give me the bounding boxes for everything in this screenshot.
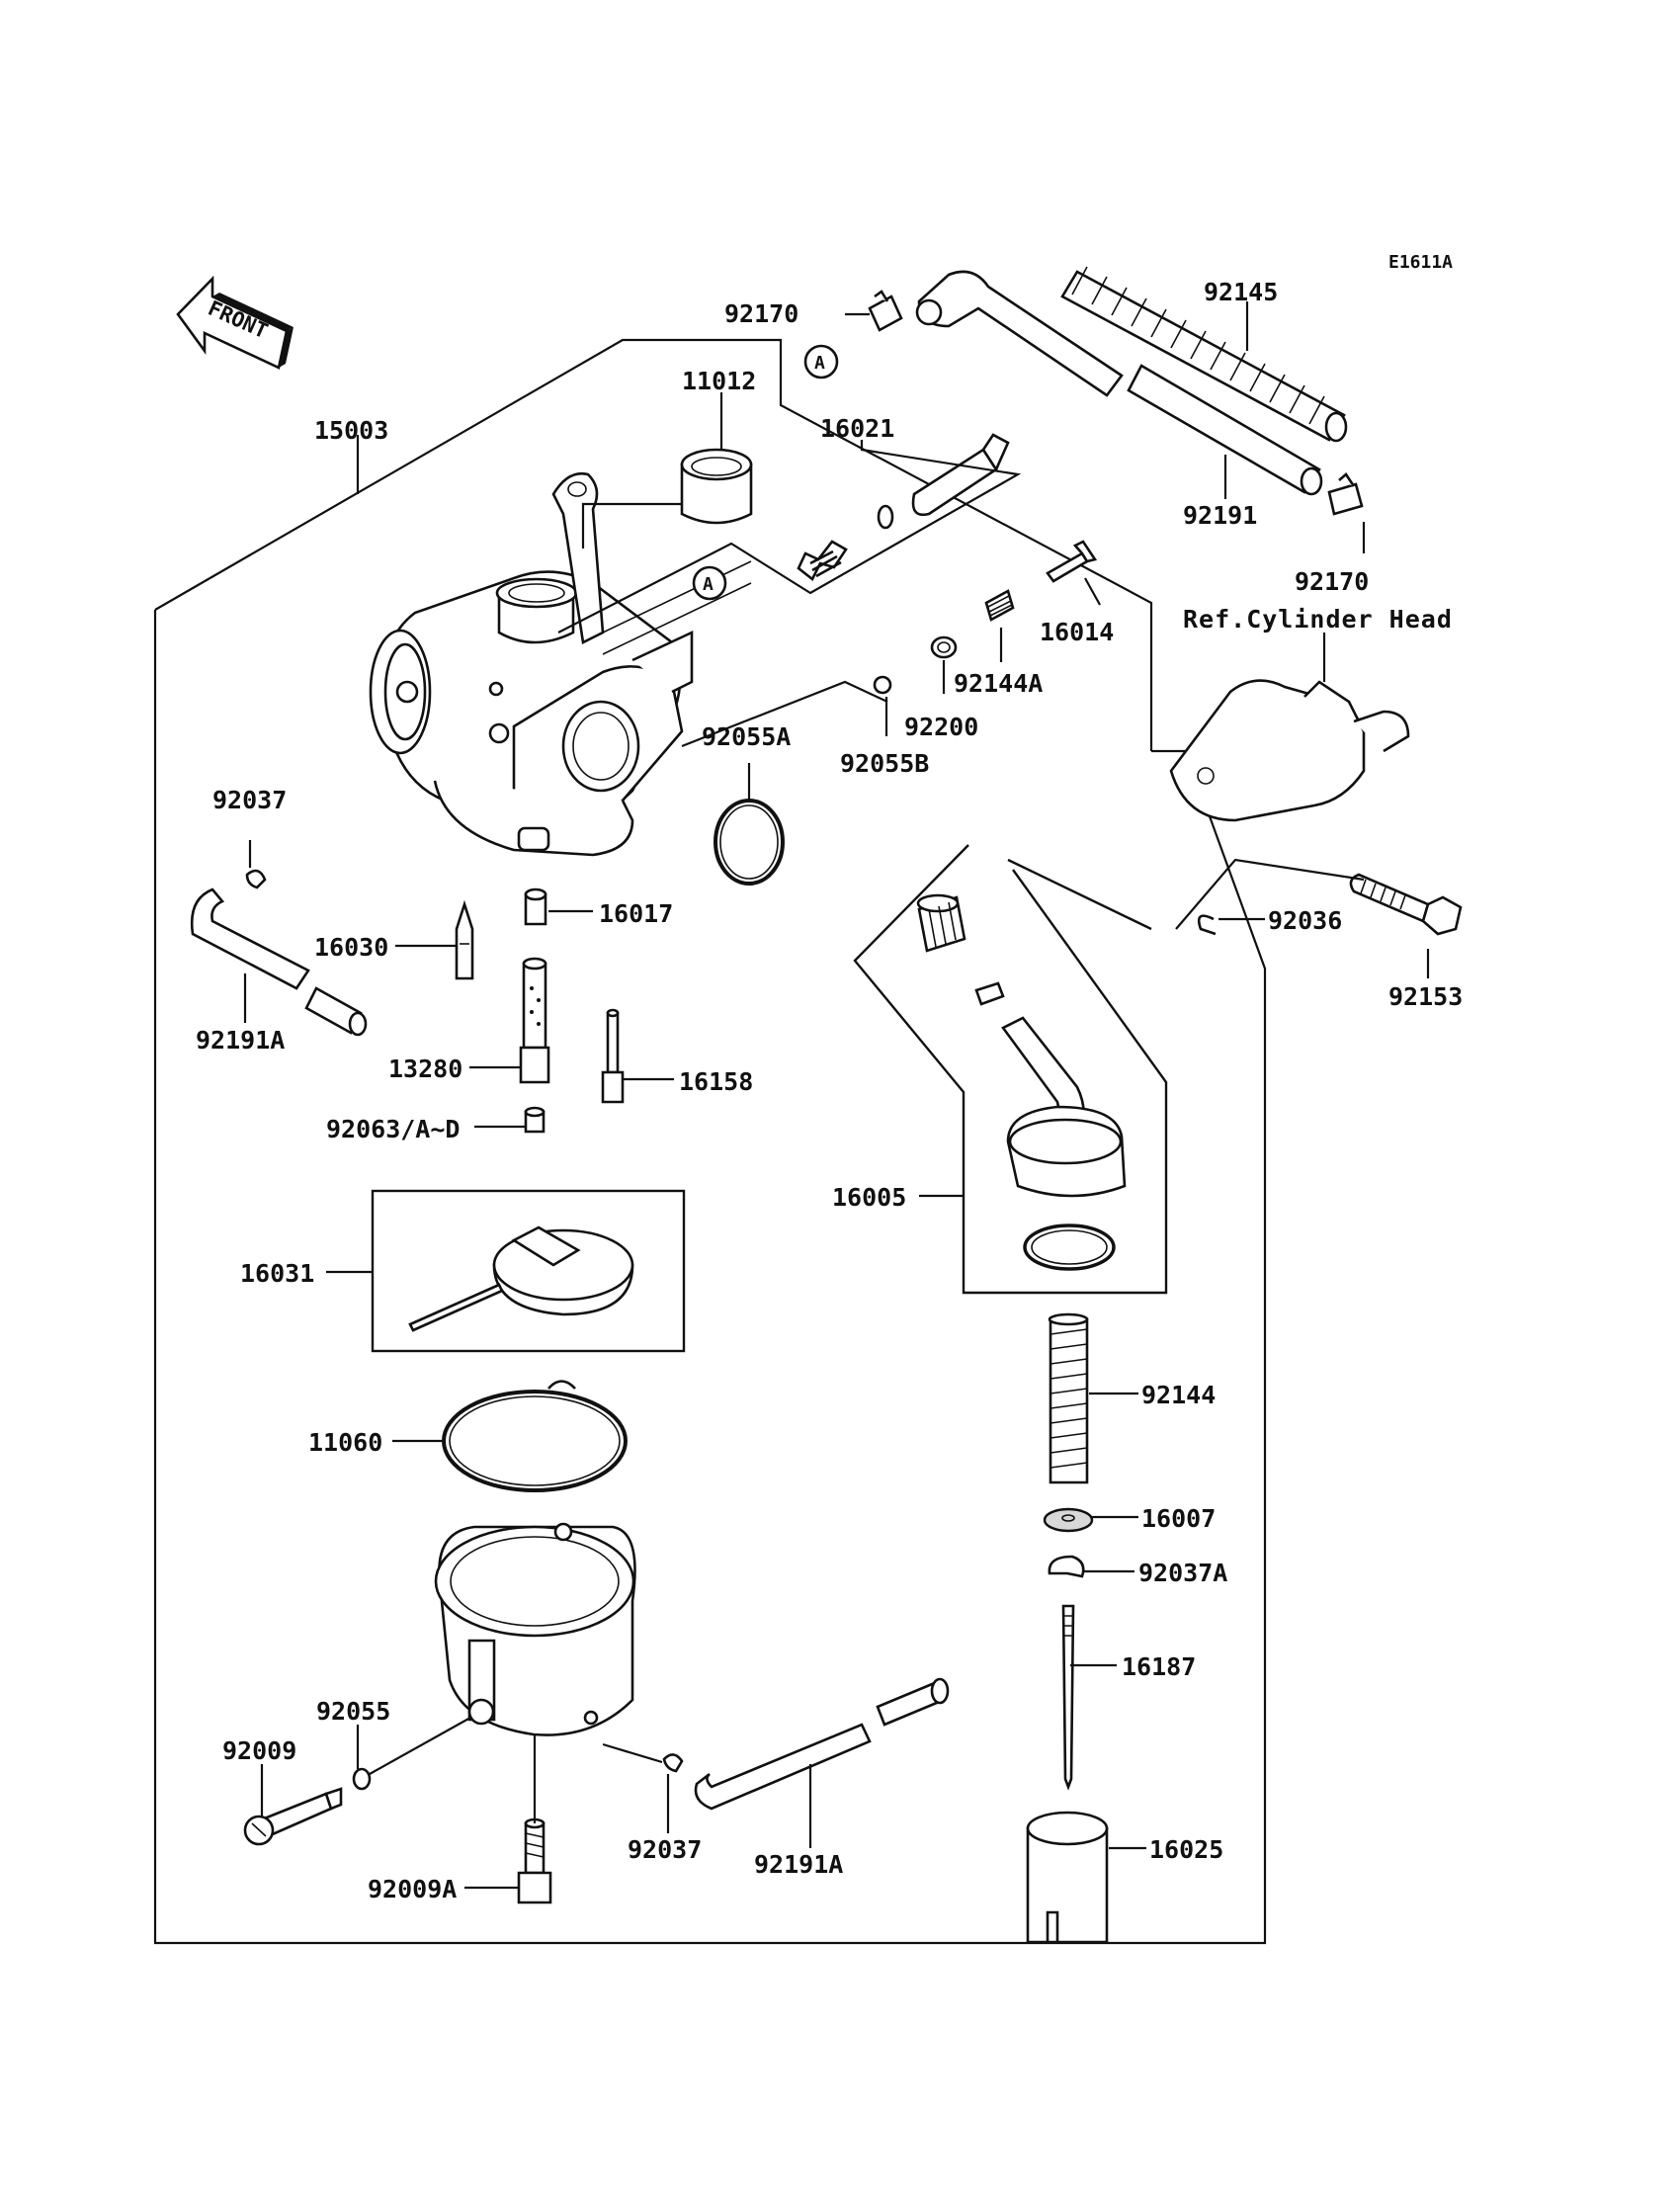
pilot-jet-16158 [601,1008,625,1104]
clip-92036 [1197,914,1217,936]
float-box-16031 [371,1189,686,1353]
part-label-16005: 16005 [832,1183,906,1212]
cap-11012 [680,448,753,525]
part-label-92153: 92153 [1388,982,1463,1011]
needle-16187 [1061,1604,1075,1791]
part-label-92170-top: 92170 [724,299,798,328]
part-label-92144: 92144 [1141,1381,1216,1409]
part-label-92055a: 92055A [702,722,791,751]
marker-a-top: A [803,344,839,380]
part-label-92145: 92145 [1204,278,1278,306]
diagram-code: E1611A [1388,252,1453,273]
spring-92144 [1048,1312,1089,1484]
emulsion-tube-13280 [519,957,550,1084]
gasket-11060 [442,1380,628,1492]
svg-text:A: A [814,353,825,374]
hose-92191a-bottom [694,1677,950,1811]
part-label-92037a: 92037A [1138,1559,1227,1587]
part-label-13280: 13280 [388,1055,462,1083]
part-label-16025: 16025 [1149,1835,1223,1864]
hose-92191 [915,270,1323,496]
part-label-92200: 92200 [904,713,978,741]
oring-92055a [714,799,785,886]
spring-92145 [1060,266,1348,443]
washer-16007 [1043,1507,1094,1533]
clip-92037-bottom [662,1753,684,1773]
part-label-15003: 15003 [314,416,388,445]
screw-92009 [243,1787,343,1846]
screw-16014 [1046,540,1098,583]
part-label-16030: 16030 [314,933,388,962]
part-label-92037-left: 92037 [212,786,287,814]
part-label-16007: 16007 [1141,1504,1216,1533]
float-bowl [434,1522,636,1736]
screw-92063 [524,1106,546,1134]
front-arrow: FRONT [176,275,294,370]
leader-lines [243,301,1430,1890]
part-label-16158: 16158 [679,1067,753,1096]
assembly-outline [153,338,1267,1945]
part-number-labels: 92170 92145 11012 15003 16021 92191 9217… [196,278,1463,1903]
part-label-92037-bottom: 92037 [628,1835,702,1864]
svg-text:A: A [703,574,714,595]
part-label-92009: 92009 [222,1736,296,1765]
jet-16017 [524,887,547,926]
slide-16025 [1026,1811,1109,1944]
part-label-92036: 92036 [1268,906,1342,935]
part-label-92191a-bottom: 92191A [754,1850,843,1879]
part-label-16021: 16021 [820,414,894,443]
hose-92191a-left [190,887,368,1037]
part-label-16031: 16031 [240,1259,314,1288]
screw-16021 [797,433,1010,582]
part-label-92063: 92063/A~D [326,1115,460,1143]
part-label-92191a-left: 92191A [196,1026,285,1055]
part-label-92170-right: 92170 [1295,567,1369,596]
part-label-92144a: 92144A [954,669,1043,698]
float-valve-16030 [455,899,474,980]
part-label-11060: 11060 [308,1428,382,1457]
oring-92055 [352,1767,372,1791]
part-label-16187: 16187 [1122,1652,1196,1681]
clip-92037-left [245,869,267,889]
washer-92200 [930,635,958,659]
clamp-92170-right [1327,472,1364,516]
part-label-16014: 16014 [1040,618,1114,646]
clip-92037a [1048,1555,1085,1578]
reference-label: Ref.Cylinder Head [1183,605,1453,634]
carburetor-body [369,471,752,857]
oring-92055b [873,675,892,695]
part-label-92191: 92191 [1183,501,1257,530]
part-label-92055b: 92055B [840,749,929,778]
choke-box-16005 [853,844,1168,1295]
part-label-11012: 11012 [682,367,756,395]
part-label-16017: 16017 [599,899,673,928]
bolt-92009a [517,1817,552,1904]
part-label-92055: 92055 [316,1697,390,1726]
part-label-92009a: 92009A [368,1875,457,1903]
bolt-92153 [1349,873,1463,936]
spring-92144a [984,589,1015,622]
marker-a-body: A [692,565,727,601]
cylinder-head-ref [1169,679,1410,822]
clamp-92170-top [868,290,903,332]
